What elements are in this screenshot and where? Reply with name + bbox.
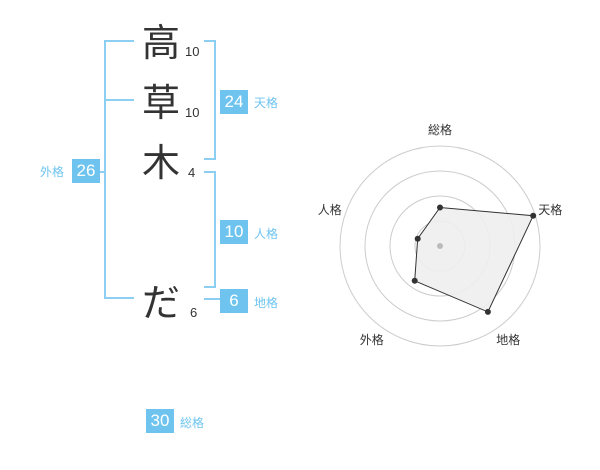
tenkaku-value-badge: 24 xyxy=(220,90,248,114)
radar-axis-label-2: 天格 xyxy=(538,202,562,217)
radar-axis-label-1: 総格 xyxy=(428,122,452,137)
stroke-count-3: 4 xyxy=(188,165,196,180)
name-char-3: 木 xyxy=(142,141,181,185)
radar-point-1 xyxy=(437,204,443,211)
stroke-count-4: 6 xyxy=(190,305,198,320)
stroke-count-1: 10 xyxy=(185,44,200,59)
gaikaku-bracket-top xyxy=(104,40,134,42)
tenkaku-label: 天格 xyxy=(254,96,279,110)
radar-point-2 xyxy=(530,212,537,219)
gaikaku-value-badge: 26 xyxy=(72,159,100,183)
name-char-2: 草 xyxy=(142,81,181,125)
gaikaku-bracket-bottom xyxy=(104,297,134,299)
stroke-count-2: 10 xyxy=(185,105,200,120)
jinkaku-label: 人格 xyxy=(254,227,279,241)
gaikaku-bracket-vertical xyxy=(104,40,106,299)
soukaku-label: 総格 xyxy=(180,416,205,430)
gaikaku-label: 外格 xyxy=(40,165,65,179)
tenkaku-bracket-bottom xyxy=(204,158,216,160)
soukaku-value-badge: 30 xyxy=(146,409,174,433)
jinkaku-bracket-top xyxy=(204,171,216,173)
radar-point-3 xyxy=(484,308,491,315)
chikaku-bracket-connector xyxy=(204,298,220,300)
radar-axis-label-5: 人格 xyxy=(318,202,342,217)
chikaku-label: 地格 xyxy=(254,296,279,310)
radar-point-4 xyxy=(411,277,418,284)
name-char-4: だ xyxy=(142,281,181,325)
radar-point-5 xyxy=(414,235,421,242)
jinkaku-bracket-bottom xyxy=(204,286,216,288)
radar-ring-4 xyxy=(339,145,541,347)
gaikaku-bracket-connector xyxy=(98,171,106,173)
jinkaku-value-badge: 10 xyxy=(220,220,248,244)
radar-center xyxy=(437,243,443,249)
name-char-1: 高 xyxy=(142,21,181,65)
jinkaku-bracket-vertical xyxy=(214,171,216,288)
gaikaku-bracket-middle xyxy=(104,99,134,101)
radar-axis-label-4: 外格 xyxy=(360,332,384,347)
radar-axis-label-3: 地格 xyxy=(496,332,520,347)
chikaku-value-badge: 6 xyxy=(220,289,248,313)
radar-area xyxy=(414,206,534,313)
tenkaku-bracket-vertical xyxy=(214,40,216,160)
tenkaku-bracket-top xyxy=(204,40,216,42)
